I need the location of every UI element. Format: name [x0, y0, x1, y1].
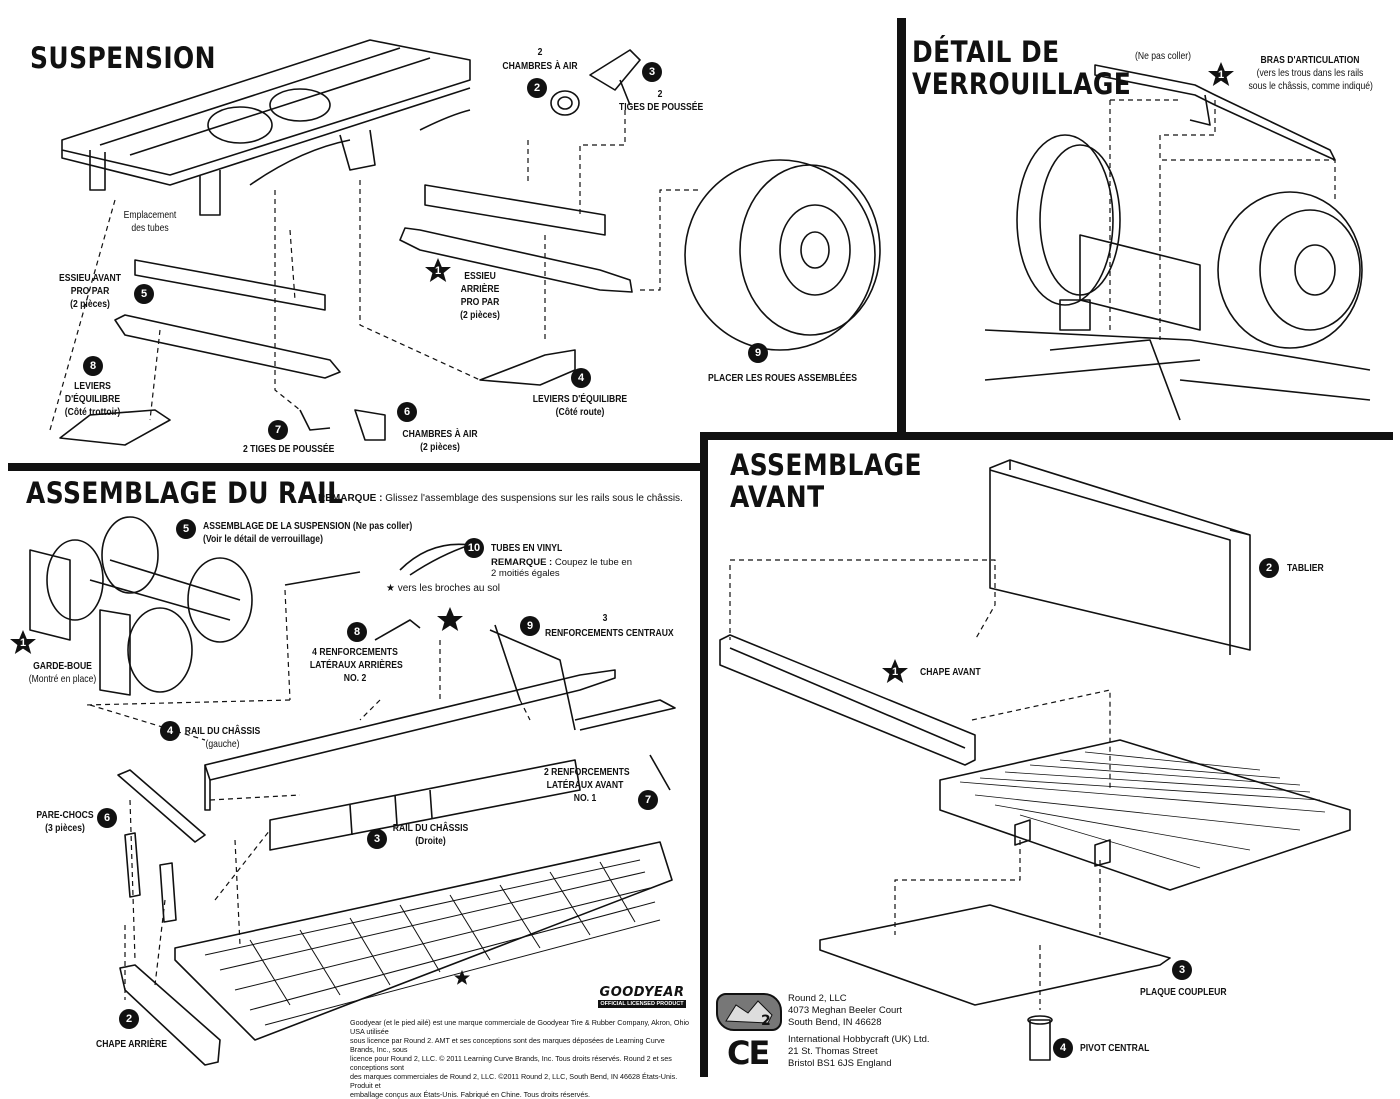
center-reinf-badge: 9	[520, 616, 540, 636]
divider-horizontal-left	[8, 463, 700, 471]
levers-road-label: LEVIERS D'ÉQUILIBRE(Côté route)	[532, 393, 628, 418]
divider-horizontal-right	[700, 432, 1393, 440]
coupler-label: PLAQUE COUPLEUR	[1140, 986, 1227, 998]
pivot-badge: 4	[1053, 1038, 1073, 1058]
front-reinf-badge: 7	[638, 790, 658, 810]
center-reinf-count: 3	[602, 612, 608, 624]
rear-cap-badge: 2	[119, 1009, 139, 1029]
push-rods-top-badge: 3	[642, 62, 662, 82]
goodyear-logo: GOODYEAR OFFICIAL LICENSED PRODUCT	[598, 985, 686, 1008]
front-cap-label: CHAPE AVANT	[920, 666, 981, 678]
air-chambers-bottom-badge: 6	[397, 402, 417, 422]
wheels-label: PLACER LES ROUES ASSEMBLÉES	[708, 372, 857, 384]
round2-logo-icon: 2	[725, 1000, 773, 1029]
ce-mark: CE	[727, 1034, 770, 1072]
round2-logo: 2	[716, 993, 782, 1031]
coupler-badge: 3	[1172, 960, 1192, 980]
legal-text: Goodyear (et le pied ailé) est une marqu…	[350, 1018, 690, 1099]
vinyl-note: REMARQUE : Coupez le tube en 2 moitiés é…	[491, 557, 632, 579]
wheels-badge: 9	[748, 343, 768, 363]
suspension-assembly-badge: 5	[176, 519, 196, 539]
rear-cap-label: CHAPE ARRIÈRE	[96, 1038, 167, 1050]
push-rods-top-count: 2	[657, 88, 663, 100]
air-chambers-bottom-label: CHAMBRES À AIR(2 pièces)	[402, 428, 478, 453]
air-chambers-top-badge: 2	[527, 78, 547, 98]
uk-address: International Hobbycraft (UK) Ltd.21 St.…	[788, 1034, 930, 1069]
air-chambers-top-label: CHAMBRES À AIR	[502, 60, 578, 72]
levers-sidewalk-badge: 8	[83, 356, 103, 376]
vinyl-label: TUBES EN VINYL	[491, 542, 563, 554]
rail-right-label: RAIL DU CHÂSSIS(Droite)	[392, 822, 469, 847]
air-chambers-top-count: 2	[537, 46, 543, 58]
star-icon: ★	[386, 583, 395, 594]
bumper-badge: 6	[97, 808, 117, 828]
bumper-label: PARE-CHOCS(3 pièces)	[36, 809, 94, 834]
no-glue-label: (Ne pas coller)	[1135, 50, 1191, 62]
arm-label: BRAS D'ARTICULATION (vers les trous dans…	[1248, 54, 1373, 92]
divider-vertical-right	[700, 432, 708, 1077]
rear-axle-star-badge: 1	[425, 258, 451, 284]
apron-badge: 2	[1259, 558, 1279, 578]
push-rods-top-label: TIGES DE POUSSÉE	[619, 101, 704, 113]
svg-text:2: 2	[761, 1013, 771, 1029]
vinyl-badge: 10	[464, 538, 484, 558]
center-reinf-label: RENFORCEMENTS CENTRAUX	[545, 627, 674, 639]
push-rods-bottom-label: 2 TIGES DE POUSSÉE	[243, 443, 335, 455]
apron-label: TABLIER	[1287, 562, 1324, 574]
mudflap-star-badge: 1	[10, 630, 36, 656]
levers-road-badge: 4	[571, 368, 591, 388]
pivot-label: PIVOT CENTRAL	[1080, 1042, 1150, 1054]
front-axle-badge: 5	[134, 284, 154, 304]
divider-vertical-top	[897, 18, 906, 434]
arm-star-badge: 1	[1208, 62, 1234, 88]
rail-left-label: RAIL DU CHÂSSIS (gauche)	[184, 725, 261, 750]
rail-right-badge: 3	[367, 829, 387, 849]
rail-note: REMARQUE : Glissez l'assemblage des susp…	[318, 493, 683, 504]
rail-title: ASSEMBLAGE DU RAIL	[26, 476, 344, 510]
rail-left-badge: 4	[160, 721, 180, 741]
rear-reinf-badge: 8	[347, 622, 367, 642]
front-cap-star-badge: 1	[882, 659, 908, 685]
pins-label: ★ vers les broches au sol	[386, 583, 501, 594]
suspension-assembly-label: ASSEMBLAGE DE LA SUSPENSION (Ne pas coll…	[203, 520, 413, 545]
suspension-title: SUSPENSION	[30, 41, 216, 75]
push-rods-bottom-badge: 7	[268, 420, 288, 440]
mudflap-label: GARDE-BOUE (Montré en place)	[28, 660, 97, 685]
